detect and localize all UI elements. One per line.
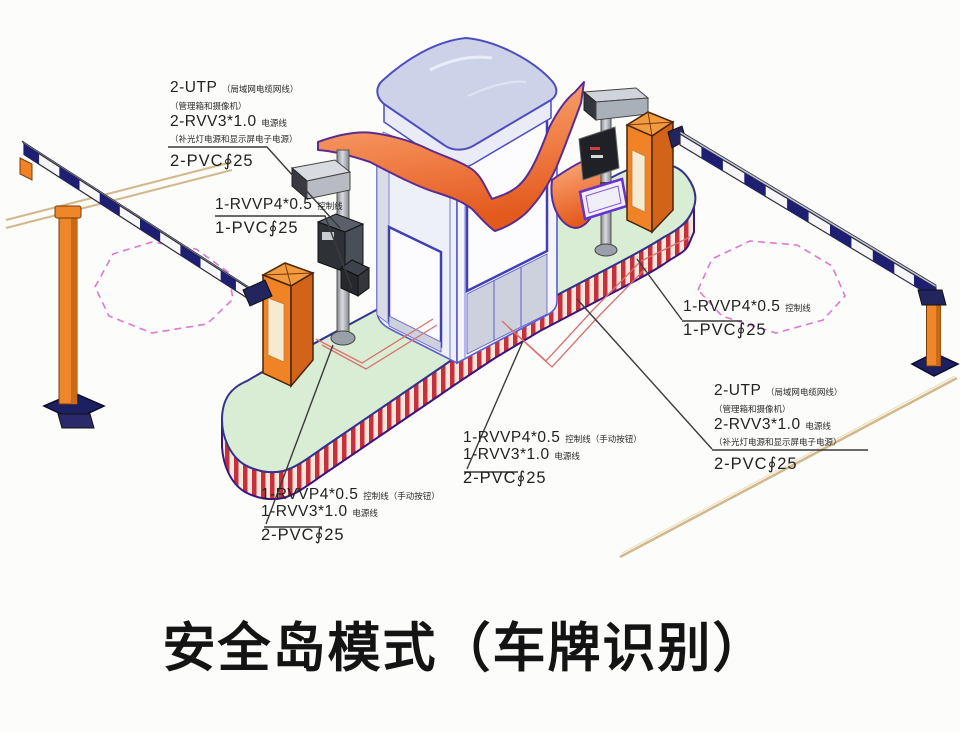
- pole-top-camera: [582, 87, 650, 122]
- conduit-lines: [315, 236, 691, 370]
- callout-line: 2-PVC∮25: [463, 468, 547, 487]
- callout-line: 1-RVVP4*0.5 控制线（手动按钮）: [261, 486, 440, 503]
- display-pole: [578, 87, 650, 257]
- barrier-arm-right: [679, 130, 937, 301]
- arm-tip-bracket: [19, 157, 33, 181]
- callout-line: 2-PVC∮25: [170, 152, 254, 171]
- direction-sign: [578, 177, 629, 221]
- callout-line: 1-PVC∮25: [215, 218, 299, 237]
- callout-line: 2-UTP （局域网电缆网线）: [714, 382, 843, 399]
- callout-line: （管理箱和摄像机）: [714, 403, 791, 414]
- support-post-right: [910, 289, 960, 377]
- camera-pole: [290, 149, 370, 346]
- led-display-screen: [578, 126, 620, 181]
- callout-line: 1-RVV3*1.0 电源线: [463, 445, 580, 463]
- barrier-gate-right: [625, 111, 687, 234]
- callout-bottom-right: 2-UTP （局域网电缆网线） （管理箱和摄像机）2-RVV3*1.0 电源线 （补…: [714, 382, 843, 474]
- callout-line: 2-UTP （局域网电缆网线）: [170, 79, 299, 96]
- callout-top-left: 2-UTP （局域网电缆网线） （管理箱和摄像机）2-RVV3*1.0 电源线 （补…: [170, 79, 299, 171]
- support-post-left: [42, 205, 106, 429]
- barrier-arm-left: [19, 140, 273, 307]
- callout-right-mid: 1-RVVP4*0.5 控制线 1-PVC∮25: [683, 298, 811, 339]
- callout-left-mid: 1-RVVP4*0.5 控制线 1-PVC∮25: [215, 196, 343, 237]
- ground-loop-left: [94, 241, 234, 334]
- page-title: 安全岛模式（车牌识别）: [162, 619, 768, 678]
- callout-line: （管理箱和摄像机）: [170, 100, 247, 111]
- arm-hinge-left: [242, 279, 273, 307]
- callout-line: 1-PVC∮25: [683, 320, 767, 339]
- callout-line: 2-RVV3*1.0 电源线: [170, 112, 287, 130]
- lpr-camera: [290, 159, 352, 201]
- callout-line: 2-PVC∮25: [261, 525, 345, 544]
- road-line-left: [5, 161, 233, 229]
- road-line-right: [619, 375, 958, 559]
- callout-line: 2-PVC∮25: [714, 455, 798, 474]
- barrier-gate-left: [261, 262, 315, 389]
- callout-line: 2-RVV3*1.0 电源线: [714, 415, 831, 433]
- ground-loop-right: [697, 240, 846, 334]
- callout-line: 1-RVVP4*0.5 控制线: [683, 298, 811, 315]
- callout-line: 1-RVV3*1.0 电源线: [261, 502, 378, 520]
- booth-roof-cap: [376, 36, 558, 151]
- camera-controller-box: [316, 213, 365, 273]
- callout-line: 1-RVVP4*0.5 控制线: [215, 196, 343, 213]
- leader-lines: [168, 146, 868, 528]
- callout-line: （补光灯电源和显示屏电子电源）: [714, 437, 842, 448]
- callout-line: 1-RVVP4*0.5 控制线（手动按钮）: [463, 429, 642, 446]
- callout-line: （补光灯电源和显示屏电子电源）: [170, 134, 298, 145]
- callout-bottom-center: 1-RVVP4*0.5 控制线（手动按钮）1-RVV3*1.0 电源线 2-PVC…: [463, 429, 642, 487]
- callout-bottom-left: 1-RVVP4*0.5 控制线（手动按钮）1-RVV3*1.0 电源线 2-PVC…: [261, 486, 440, 544]
